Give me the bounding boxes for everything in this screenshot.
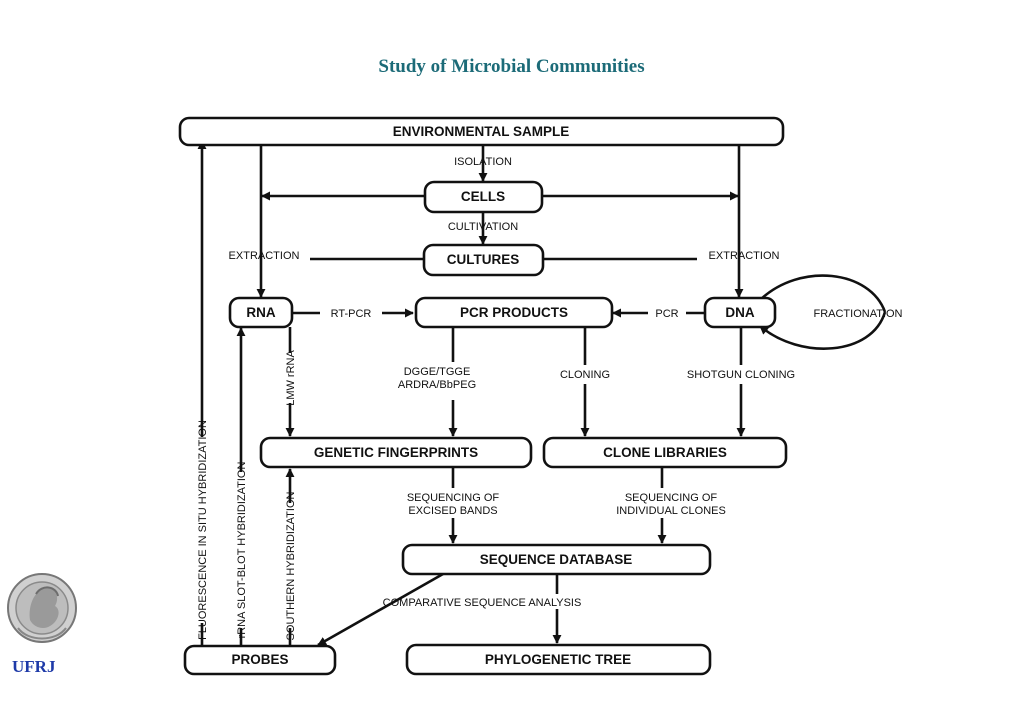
box-genetic-fingerprints: GENETIC FINGERPRINTS <box>259 436 533 469</box>
box-label: SEQUENCE DATABASE <box>480 552 633 567</box>
box-label: CULTURES <box>447 252 520 267</box>
label-dgge: DGGE/TGGE <box>404 366 471 378</box>
label-cultivation: CULTIVATION <box>448 221 518 233</box>
label-southern: SOUTHERN HYBRIDIZATION <box>285 491 297 640</box>
box-sequence-database: SEQUENCE DATABASE <box>401 543 712 576</box>
box-label: CLONE LIBRARIES <box>603 445 727 460</box>
box-dna: DNA <box>703 296 777 329</box>
edge-labels: ISOLATION CULTIVATION EXTRACTION EXTRACT… <box>197 156 903 640</box>
box-cells: CELLS <box>423 180 544 214</box>
logo-text: UFRJ <box>12 657 56 676</box>
label-individual-clones: INDIVIDUAL CLONES <box>616 505 726 517</box>
box-label: PROBES <box>231 652 288 667</box>
box-rna: RNA <box>228 296 294 329</box>
box-label: ENVIRONMENTAL SAMPLE <box>393 124 570 139</box>
university-seal-icon <box>7 573 77 643</box>
label-ardra: ARDRA/BbPEG <box>398 379 476 391</box>
connectors <box>197 140 887 647</box>
box-phylogenetic-tree: PHYLOGENETIC TREE <box>405 643 712 676</box>
label-shotgun-cloning: SHOTGUN CLONING <box>687 369 795 381</box>
page-title: Study of Microbial Communities <box>378 56 645 77</box>
box-label: PCR PRODUCTS <box>460 305 568 320</box>
box-label: GENETIC FINGERPRINTS <box>314 445 478 460</box>
label-fish: FLUORESCENCE IN SITU HYBRIDIZATION <box>197 420 209 640</box>
box-label: PHYLOGENETIC TREE <box>485 652 631 667</box>
box-cultures: CULTURES <box>422 243 545 277</box>
label-comparative-analysis: COMPARATIVE SEQUENCE ANALYSIS <box>383 597 582 609</box>
label-pcr: PCR <box>655 308 678 320</box>
label-extraction-right: EXTRACTION <box>709 250 780 262</box>
box-label: RNA <box>246 305 275 320</box>
box-clone-libraries: CLONE LIBRARIES <box>542 436 788 469</box>
label-fractionation: FRACTIONATION <box>813 308 902 320</box>
box-environmental-sample: ENVIRONMENTAL SAMPLE <box>178 116 785 147</box>
box-probes: PROBES <box>183 644 337 676</box>
label-extraction-left: EXTRACTION <box>229 250 300 262</box>
label-rrna-slot-blot: rRNA SLOT-BLOT HYBRIDIZATION <box>236 462 248 639</box>
box-label: CELLS <box>461 189 505 204</box>
label-cloning: CLONING <box>560 369 610 381</box>
box-label: DNA <box>725 305 754 320</box>
label-excised-bands: EXCISED BANDS <box>408 505 497 517</box>
label-rt-pcr: RT-PCR <box>331 308 372 320</box>
label-lmw-rrna: LMW rRNA <box>285 350 297 406</box>
label-isolation: ISOLATION <box>454 156 512 168</box>
label-sequencing-excised: SEQUENCING OF <box>407 492 500 504</box>
box-pcr-products: PCR PRODUCTS <box>414 296 614 329</box>
label-sequencing-clones: SEQUENCING OF <box>625 492 718 504</box>
